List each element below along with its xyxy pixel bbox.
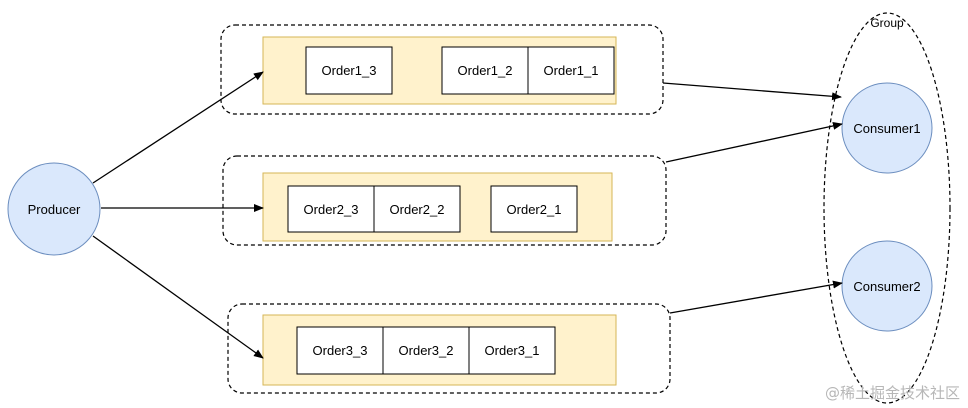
queue-1-message-3 xyxy=(527,46,615,95)
queue-1-message-1-label: Order1_3 xyxy=(322,63,377,78)
producer-node xyxy=(7,162,101,256)
queue-3-message-1-label: Order3_3 xyxy=(313,343,368,358)
arrow-queue-3-to-consumer-2 xyxy=(669,280,843,314)
queue-3-dashed-container xyxy=(227,303,671,394)
queue-3-message-3 xyxy=(468,326,556,375)
queue-2-message-2 xyxy=(373,185,461,233)
queue-3-message-2-label: Order3_2 xyxy=(399,343,454,358)
queue-2-dashed-container xyxy=(222,155,667,246)
arrow-queue-1-to-consumer-1 xyxy=(662,82,842,101)
producer-label: Producer xyxy=(28,202,81,217)
queue-1-message-1 xyxy=(305,46,393,95)
queue-2-message-1-label: Order2_3 xyxy=(304,202,359,217)
queue-2-message-1 xyxy=(287,185,375,233)
queue-1-dashed-container xyxy=(220,24,664,115)
queue-3-message-1 xyxy=(296,326,384,375)
consumer-1-label: Consumer1 xyxy=(853,121,920,136)
arrow-queue-2-to-consumer-1 xyxy=(665,121,843,163)
queue-3-message-2 xyxy=(382,326,470,375)
queue-1-message-2-label: Order1_2 xyxy=(458,63,513,78)
queue-2-message-2-label: Order2_2 xyxy=(390,202,445,217)
queue-3-message-3-label: Order3_1 xyxy=(485,343,540,358)
queue-2-message-3 xyxy=(490,185,578,233)
consumer-2-label: Consumer2 xyxy=(853,279,920,294)
consumer-group-boundary xyxy=(823,12,951,404)
arrow-producer-to-queue-1 xyxy=(92,71,264,184)
arrow-producer-to-queue-3 xyxy=(92,235,264,359)
group-label: Group xyxy=(870,16,904,30)
queue-2-message-3-label: Order2_1 xyxy=(507,202,562,217)
queue-1-message-3-label: Order1_1 xyxy=(544,63,599,78)
watermark-text: @稀土掘金技术社区 xyxy=(825,384,960,402)
